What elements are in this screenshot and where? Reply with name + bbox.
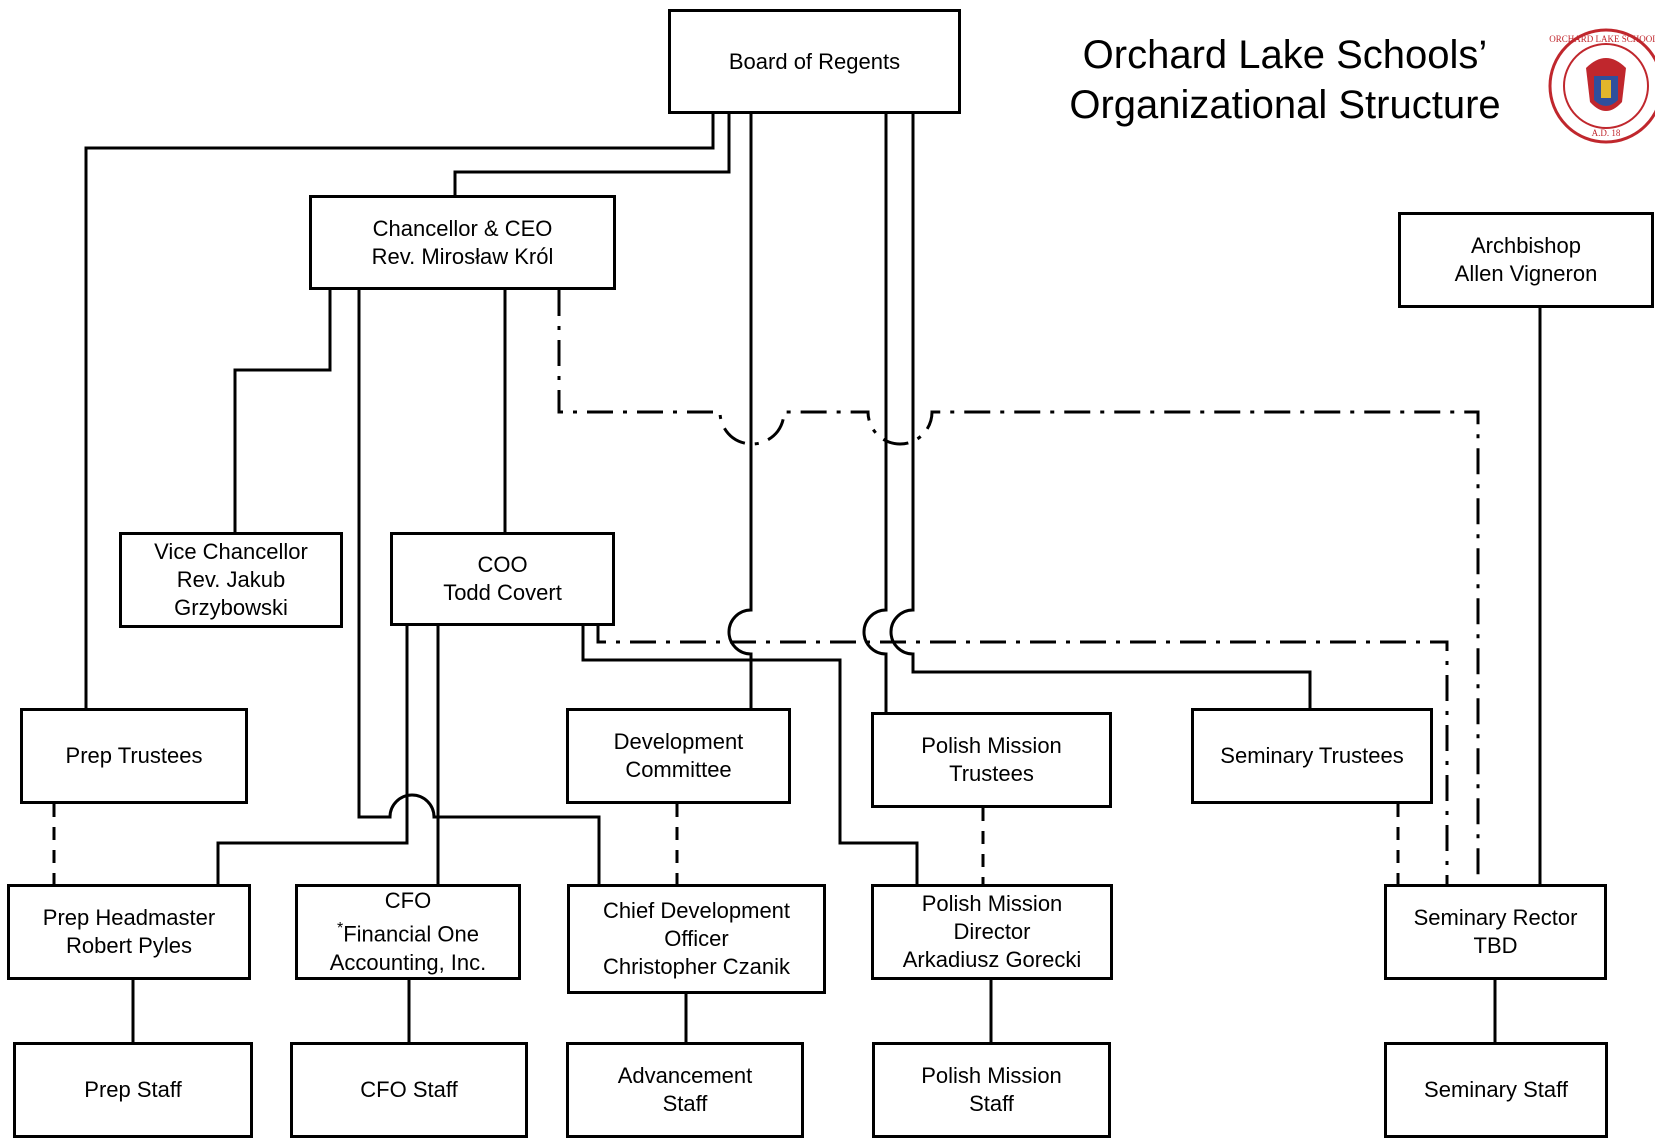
node-cfo-company-2: Accounting, Inc. <box>329 949 487 975</box>
node-dev-committee-line-1: Development <box>613 729 744 754</box>
node-coo-title: COO <box>477 552 528 577</box>
node-pm-trustees-line-2: Trustees <box>949 761 1034 786</box>
node-pm-trustees-line-1: Polish Mission <box>921 733 1062 758</box>
node-headmaster-name: Robert Pyles <box>66 933 192 958</box>
connector-coo-polish-director <box>581 624 919 884</box>
node-advancement-staff: Advancement Staff <box>566 1042 804 1138</box>
connector-chancellor-prep-headmaster <box>357 290 459 819</box>
node-vice-chancellor: Vice Chancellor Rev. Jakub Grzybowski <box>119 532 343 628</box>
node-cfo-staff: CFO Staff <box>290 1042 528 1138</box>
node-archbishop-name: Allen Vigneron <box>1454 261 1598 286</box>
node-prep-headmaster: Prep Headmaster Robert Pyles <box>7 884 251 980</box>
node-headmaster-title: Prep Headmaster <box>42 905 216 930</box>
node-archbishop-title: Archbishop <box>1470 233 1582 258</box>
node-cfo-staff-label: CFO Staff <box>360 1077 458 1102</box>
node-prep-staff-label: Prep Staff <box>84 1077 182 1102</box>
node-vice-chancellor-name-1: Rev. Jakub <box>176 567 286 592</box>
node-cfo-asterisk: * <box>337 920 344 938</box>
dashdot-chancellor-rector <box>557 290 1480 884</box>
node-coo-name: Todd Covert <box>443 580 562 605</box>
node-pm-director-title-1: Polish Mission <box>921 891 1063 916</box>
node-chancellor-name: Rev. Mirosław Król <box>371 243 554 269</box>
node-coo: COO Todd Covert <box>390 532 615 626</box>
node-advancement-line-2: Staff <box>662 1091 708 1116</box>
node-chief-development-officer: Chief Development Officer Christopher Cz… <box>567 884 826 994</box>
node-advancement-line-1: Advancement <box>617 1063 753 1088</box>
node-rector-name: TBD <box>1473 933 1518 958</box>
node-seminary-rector: Seminary Rector TBD <box>1384 884 1607 980</box>
node-pm-staff-line-1: Polish Mission <box>921 1063 1062 1088</box>
connector-chancellor-vice-chancellor <box>233 262 332 532</box>
connector-board-polish-mission-trustees <box>862 114 888 712</box>
node-prep-trustees: Prep Trustees <box>20 708 248 804</box>
node-seminary-staff-label: Seminary Staff <box>1424 1077 1568 1102</box>
node-cdo-title-2: Officer <box>664 926 729 951</box>
node-polish-mission-staff: Polish Mission Staff <box>872 1042 1111 1138</box>
chart-title-line-1: Orchard Lake Schools’ <box>1082 33 1488 77</box>
node-seminary-trustees-label: Seminary Trustees <box>1220 743 1404 768</box>
node-vice-chancellor-name-2: Grzybowski <box>174 595 288 620</box>
node-polish-mission-director: Polish Mission Director Arkadiusz Goreck… <box>871 884 1113 980</box>
node-cfo-company-1-text: Financial One <box>343 921 479 947</box>
node-seminary-trustees: Seminary Trustees <box>1191 708 1433 804</box>
node-cfo-title: CFO <box>384 888 432 914</box>
seal-text: ORCHARD LAKE SCHOOLS <box>1549 34 1655 44</box>
connector-board-seminary-trustees <box>889 114 1312 708</box>
node-rector-title: Seminary Rector <box>1413 905 1578 930</box>
node-cdo-name: Christopher Czanik <box>602 954 791 979</box>
node-chancellor: Chancellor & CEO Rev. Mirosław Król <box>309 195 616 290</box>
connector-board-prep-trustees <box>84 114 715 708</box>
node-cfo-company-1: *Financial One <box>337 915 479 948</box>
node-pm-staff-line-2: Staff <box>969 1091 1014 1116</box>
node-board-label: Board of Regents <box>728 48 901 74</box>
node-pm-director-title-2: Director <box>953 919 1031 944</box>
seal-year: A.D. 18 <box>1592 128 1621 138</box>
node-dev-committee-line-2: Committee <box>625 757 732 782</box>
dashdot-coo-rector <box>596 624 1449 884</box>
node-vice-chancellor-title: Vice Chancellor <box>154 539 308 564</box>
node-seminary-staff: Seminary Staff <box>1384 1042 1608 1138</box>
node-prep-staff: Prep Staff <box>13 1042 253 1138</box>
school-seal-icon: ORCHARD LAKE SCHOOLS A.D. 18 <box>1548 28 1655 144</box>
node-cfo: CFO *Financial One Accounting, Inc. <box>295 884 521 980</box>
connector-board-development-committee <box>727 114 753 708</box>
node-cdo-title-1: Chief Development <box>602 898 791 923</box>
node-polish-mission-trustees: Polish Mission Trustees <box>871 712 1112 808</box>
node-pm-director-name: Arkadiusz Gorecki <box>902 947 1082 972</box>
node-chancellor-title: Chancellor & CEO <box>372 215 553 241</box>
connector-cfo-chief-development <box>459 815 601 884</box>
connector-coo-prep-headmaster <box>216 624 409 884</box>
node-board-of-regents: Board of Regents <box>668 9 961 114</box>
node-prep-trustees-label: Prep Trustees <box>65 743 203 768</box>
node-archbishop: Archbishop Allen Vigneron <box>1398 212 1654 308</box>
chart-title-line-2: Organizational Structure <box>1069 83 1501 127</box>
chart-title: Orchard Lake Schools’ Organizational Str… <box>1040 30 1530 130</box>
connector-board-chancellor <box>453 114 731 195</box>
node-development-committee: Development Committee <box>566 708 791 804</box>
